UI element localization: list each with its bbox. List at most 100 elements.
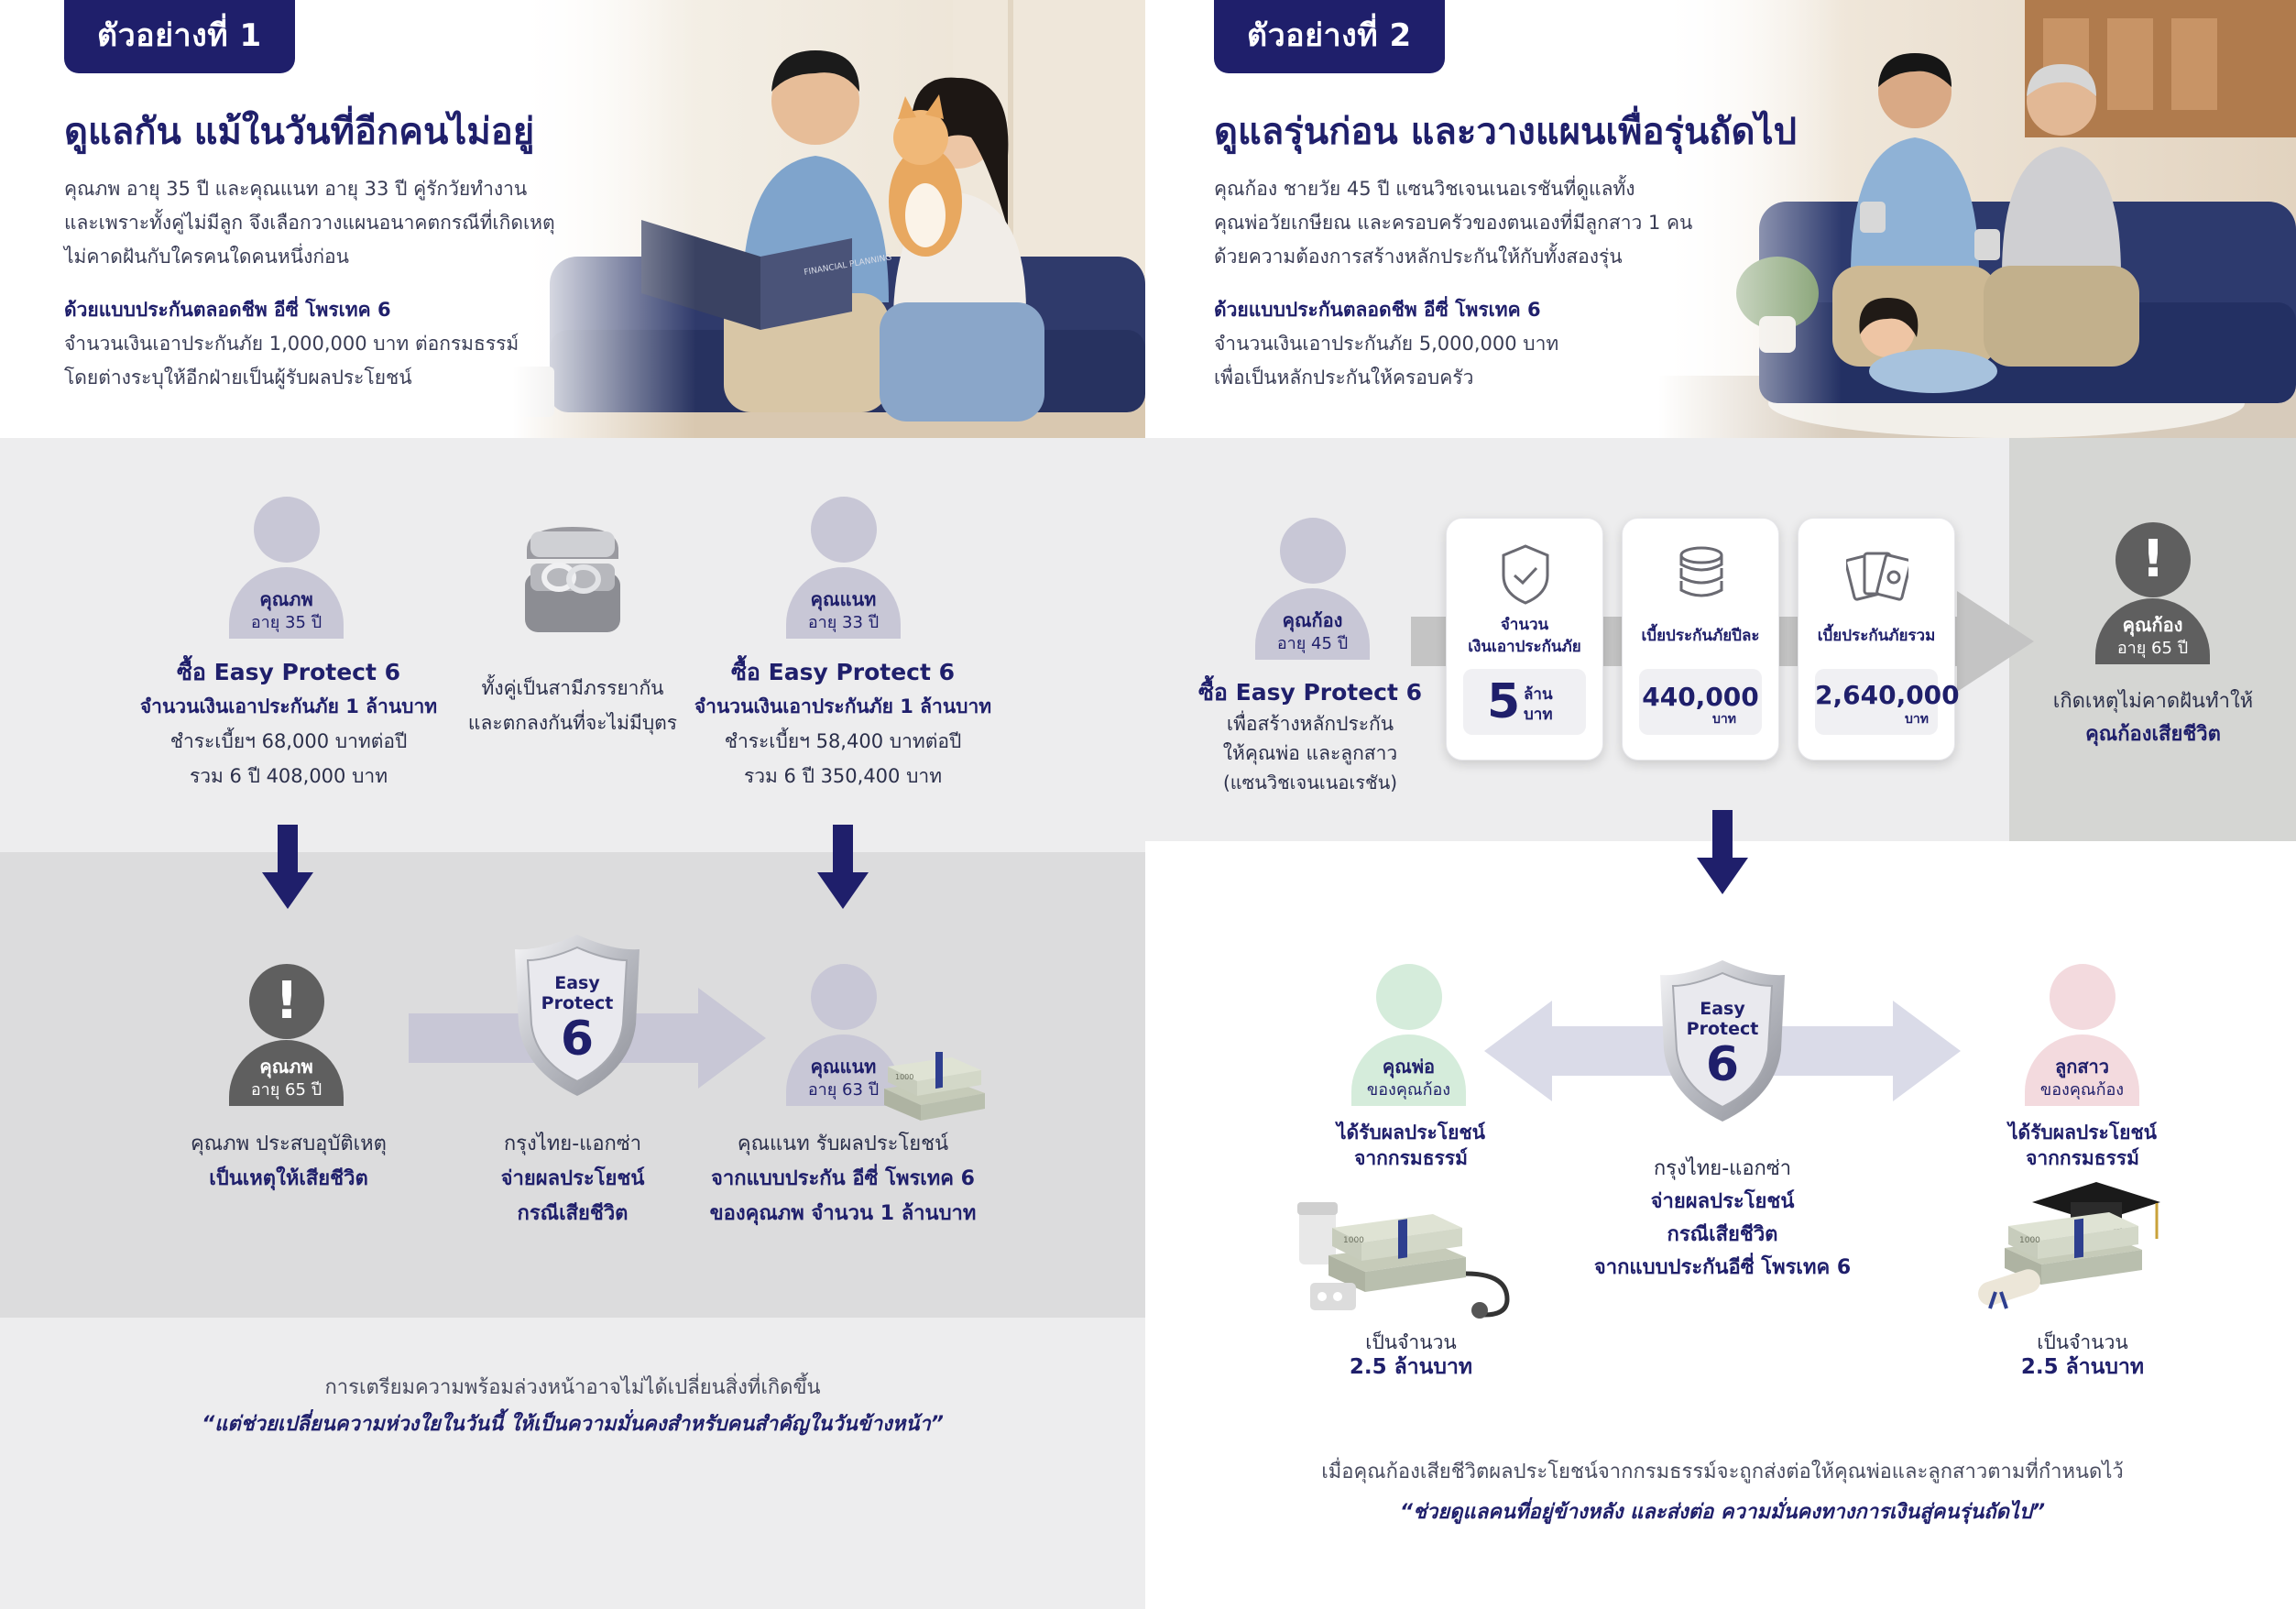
person-nat-33: คุณแนท อายุ 33 ปี [786,497,901,639]
right-footer: เมื่อคุณก้องเสียชีวิตผลประโยชน์จากกรมธรร… [1182,1452,2263,1533]
person-head [811,964,877,1030]
card-value: 2,640,000 [1815,680,1960,710]
payout-company: กรุงไทย-แอกซ่า [1653,1157,1792,1180]
banknotes-icon [1846,552,1908,601]
shield-line2: Protect [1686,1019,1759,1039]
benefit-line: ได้รับผลประโยชน์ [2007,1122,2158,1144]
card-caption: เบี้ยประกันภัยปีละ [1641,627,1760,645]
purchase-line: (แซนวิชเจนเนอเรชัน) [1222,772,1398,794]
person-name: คุณแนท [810,1056,877,1078]
card-caption: เบี้ยประกันภัยรวม [1817,627,1936,645]
intro-line: คุณภพ อายุ 35 ปี และคุณแนท อายุ 33 ปี คู… [64,178,528,200]
person-head [1376,964,1442,1030]
amount-value: 2.5 ล้านบาท [2020,1355,2145,1379]
person-name: คุณก้อง [1282,609,1343,631]
coin-stack-icon [1679,546,1723,597]
card-value-box: 5 ล้าน บาท [1463,669,1586,735]
payout-text: กรุงไทย-แอกซ่า จ่ายผลประโยชน์ กรณีเสียชี… [449,1127,696,1231]
intro-text: คุณก้อง ชายวัย 45 ปี แซนวิชเจนเนอเรชันที… [1214,172,1727,274]
plan-title: ด้วยแบบประกันตลอดชีพ อีซี่ โพรเทค 6 [1214,299,1541,321]
person-phop-65-alert: ! คุณภพ อายุ 65 ปี [229,964,344,1106]
payout-line: จ่ายผลประโยชน์ [1650,1190,1795,1213]
card-caption: เงินเอาประกันภัย [1468,638,1581,656]
nat-purchase-text: ซื้อ Easy Protect 6 จำนวนเงินเอาประกันภั… [673,656,1012,794]
marriage-text: ทั้งคู่เป็นสามีภรรยากัน และตกลงกันที่จะไ… [440,671,705,740]
benefit-line: จากกรมธรรม์ [1354,1147,1468,1169]
kong-death-text: เกิดเหตุไม่คาดฝันทำให้ คุณก้องเสียชีวิต [2025,685,2281,751]
person-head [254,497,320,563]
shield-line1: Easy [554,973,600,993]
money-label: 1000 [2019,1236,2040,1245]
amount-label: เป็นจำนวน [1365,1331,1457,1353]
plan-text: ด้วยแบบประกันตลอดชีพ อีซี่ โพรเทค 6 จำนว… [64,293,577,395]
example-badge: ตัวอย่างที่ 2 [1214,0,1445,73]
purchase-title: ซื้อ Easy Protect 6 [176,659,401,685]
card-value: 5 [1487,674,1521,729]
alert-head: ! [2116,522,2191,597]
down-arrow-icon [262,825,313,909]
plan-line: จำนวนเงินเอาประกันภัย 5,000,000 บาท [1214,333,1559,355]
person-kong-45: คุณก้อง อายุ 45 ปี [1255,518,1370,660]
down-arrow-icon [1697,810,1748,894]
benefit-line: ได้รับผลประโยชน์ [1336,1122,1486,1144]
accident-text: คุณภพ ประสบอุบัติเหตุ เป็นเหตุให้เสียชีว… [147,1127,431,1197]
father-benefit-text: ได้รับผลประโยชน์ จากกรมธรรม์ [1292,1120,1530,1171]
purchase-premium: ชำระเบี้ยฯ 58,400 บาทต่อปี [724,730,962,752]
footer-line: เมื่อคุณก้องเสียชีวิตผลประโยชน์จากกรมธรร… [1321,1461,2124,1483]
shield-number: 6 [1705,1037,1740,1092]
person-name: คุณภพ [259,588,313,610]
plan-line: เพื่อเป็นหลักประกันให้ครอบครัว [1214,367,1474,389]
card-value-box: 440,000 บาท [1639,669,1762,735]
daughter-benefit-text: ได้รับผลประโยชน์ จากกรมธรรม์ [1963,1120,2202,1171]
graduation-money-icon: 1000 [1977,1175,2188,1312]
person-name: คุณแนท [810,588,877,610]
footer-quote: “แต่ช่วยเปลี่ยนความห่วงใยในวันนี้ ให้เป็… [202,1413,944,1436]
payout-line: จากแบบประกันอีซี่ โพรเทค 6 [1593,1256,1852,1279]
benefit-line: จากแบบประกัน อีซี่ โพรเทค 6 [711,1167,975,1190]
footer-quote: “ช่วยดูแลคนที่อยู่ข้างหลัง และส่งต่อ ควา… [1399,1501,2046,1524]
intro-line: ด้วยความต้องการสร้างหลักประกันให้กับทั้ง… [1214,246,1623,268]
purchase-total: รวม 6 ปี 408,000 บาท [189,765,388,787]
plan-text: ด้วยแบบประกันตลอดชีพ อีซี่ โพรเทค 6 จำนว… [1214,293,1727,395]
money-label: 1000 [895,1073,913,1081]
couple-photo: FINANCIAL PLANNING [513,0,1145,438]
accident-line: คุณภพ ประสบอุบัติเหตุ [191,1133,387,1155]
purchase-sum: จำนวนเงินเอาประกันภัย 1 ล้านบาท [694,695,992,717]
purchase-sum: จำนวนเงินเอาประกันภัย 1 ล้านบาท [139,695,438,717]
purchase-premium: ชำระเบี้ยฯ 68,000 บาทต่อปี [169,730,408,752]
person-age: อายุ 35 ปี [250,613,323,632]
ring-box-icon [518,522,628,641]
photo-fade [513,0,696,438]
card-unit: ล้าน [1524,685,1553,704]
person-head [2050,964,2116,1030]
card-value: 440,000 [1642,682,1759,712]
family-photo [1658,0,2296,438]
accident-line-bold: เป็นเหตุให้เสียชีวิต [209,1167,368,1190]
card-unit: บาท [1524,706,1553,724]
annual-premium-card: เบี้ยประกันภัยปีละ 440,000 บาท [1622,518,1779,761]
intro-line: และเพราะทั้งคู่ไม่มีลูก จึงเลือกวางแผนอน… [64,212,555,234]
intro-line: คุณก้อง ชายวัย 45 ปี แซนวิชเจนเนอเรชันที… [1214,178,1635,200]
medical-money-icon: 1000 [1292,1191,1530,1319]
card-value-box: 2,640,000 บาท [1815,669,1960,735]
purchase-line: ให้คุณพ่อ และลูกสาว [1222,742,1398,764]
marriage-line: และตกลงกันที่จะไม่มีบุตร [467,712,678,734]
person-head [811,497,877,563]
kong-purchase-text: ซื้อ Easy Protect 6 เพื่อสร้างหลักประกัน… [1164,676,1457,797]
payout-line: จ่ายผลประโยชน์ [500,1167,645,1190]
intro-line: คุณพ่อวัยเกษียณ และครอบครัวของตนเองที่มี… [1214,212,1693,234]
person-name: คุณพ่อ [1382,1056,1436,1078]
plan-title: ด้วยแบบประกันตลอดชีพ อีซี่ โพรเทค 6 [64,299,391,321]
down-arrow-icon [817,825,869,909]
intro-line: ไม่คาดฝันกับใครคนใดคนหนึ่งก่อน [64,246,350,268]
sum-insured-card: จำนวน เงินเอาประกันภัย 5 ล้าน บาท [1446,518,1603,761]
person-age: อายุ 63 ปี [807,1080,880,1100]
total-premium-card: เบี้ยประกันภัยรวม 2,640,000 บาท [1798,518,1960,761]
shield-check-icon [1502,544,1549,605]
person-relation: ของคุณก้อง [1366,1080,1451,1100]
person-nat-63: คุณแนท อายุ 63 ปี [786,964,901,1106]
payout-text: กรุงไทย-แอกซ่า จ่ายผลประโยชน์ กรณีเสียชี… [1576,1153,1869,1285]
example-badge: ตัวอย่างที่ 1 [64,0,295,73]
person-phop-35: คุณภพ อายุ 35 ปี [229,497,344,639]
